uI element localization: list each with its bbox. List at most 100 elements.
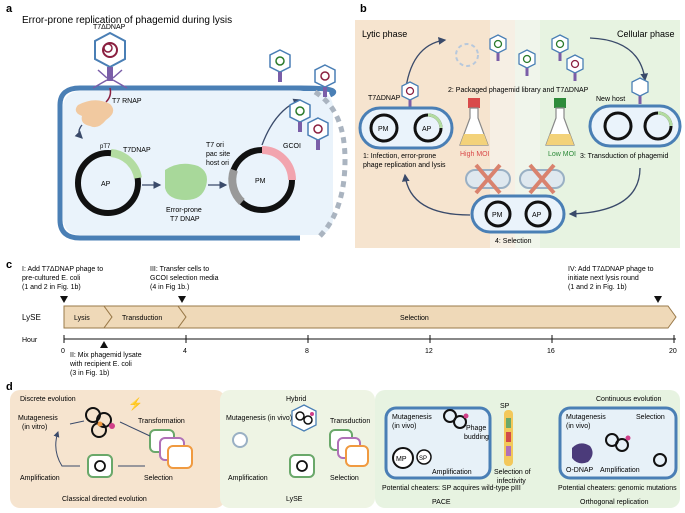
o-dnap-label: O-DNAP <box>566 467 594 474</box>
transduction-label: Transduction <box>330 418 370 425</box>
discrete-title: Discrete evolution <box>20 396 76 403</box>
empty-capsid-icon <box>455 43 479 67</box>
transformation-label: Transformation <box>138 418 185 425</box>
lytic-phage-icon <box>401 81 419 108</box>
panel-a-letter: a <box>6 3 13 15</box>
hybrid-transduced-cells-icon <box>329 429 369 467</box>
discrete-cycle-arrows <box>56 420 151 467</box>
cheaters-ortho: Potential cheaters: genomic mutations <box>558 485 677 492</box>
sel-inf-2: infectivity <box>497 478 526 485</box>
low-moi-flask-icon <box>545 98 575 146</box>
panel-d-letter: d <box>6 381 13 393</box>
lytic-phase-title: Lytic phase <box>362 29 407 39</box>
selection-label-2: Selection <box>330 475 359 482</box>
t7dnap-gene-label: T7DNAP <box>123 147 151 154</box>
ortho-label: Orthogonal replication <box>580 499 649 506</box>
note4-line2: initiate next lysis round <box>568 275 639 282</box>
selected-pm-plasmid <box>484 200 512 228</box>
error-prone-polymerase-icon <box>165 163 207 200</box>
t7dnap-gene-arc <box>110 149 142 179</box>
sel-inf-1: Selection of <box>494 469 531 476</box>
sp-phage-icon <box>504 410 513 466</box>
packaged-phagemid-icon-2 <box>518 49 536 76</box>
mut-invivo-3a: Mutagenesis <box>566 414 606 421</box>
pm-label: PM <box>255 178 266 185</box>
lytic-host-cell <box>358 106 454 150</box>
note2-line2: with recipient E. coli <box>69 361 132 368</box>
note3-line1: III: Transfer cells to <box>150 266 209 273</box>
tick-16: 16 <box>547 348 555 355</box>
ortho-plasmid-library-icon <box>605 433 631 452</box>
tick-20: 20 <box>669 348 677 355</box>
packaged-t7-phage-icon <box>566 54 584 81</box>
note1-line1: I: Add T7ΔDNAP phage to <box>22 266 103 273</box>
mp-label: MP <box>396 456 407 463</box>
selected-pm-label: PM <box>492 212 503 219</box>
released-phage-icon-3 <box>314 64 336 97</box>
mut-invivo-2a: Mutagenesis <box>392 414 432 421</box>
packaged-phagemid-icon-3 <box>551 34 569 61</box>
arrow-cellular-down <box>589 37 649 82</box>
lytic-pm-plasmid <box>369 113 399 143</box>
panel-c-letter: c <box>6 259 12 271</box>
panel-a: a Error-prone replication of phagemid du… <box>6 3 348 241</box>
arrow-selection-to-lytic <box>401 173 471 216</box>
tick-8: 8 <box>305 348 309 355</box>
o-dnap-icon <box>572 443 593 464</box>
segment-lysis-label: Lysis <box>74 315 90 322</box>
continuous-title: Continuous evolution <box>596 396 661 403</box>
arrow-rnap <box>74 124 83 139</box>
new-host-pm-plasmid <box>603 111 633 141</box>
segment-transduction-label: Transduction <box>122 315 162 322</box>
new-host-cell <box>588 104 682 148</box>
segment-selection-label: Selection <box>400 315 429 322</box>
t7-phage-icon <box>92 31 128 89</box>
amplification-label-3: Amplification <box>432 469 472 476</box>
cheaters-pace: Potential cheaters: SP acquires wild-typ… <box>382 485 521 492</box>
high-moi-flask-icon <box>459 98 489 146</box>
selected-ap-plasmid <box>524 200 552 228</box>
origins-arc <box>228 168 245 205</box>
lightning-icon: ⚡ <box>128 397 143 411</box>
panel-b: b Lytic phase Cellular phase <box>355 3 682 248</box>
selected-ap-label: AP <box>532 212 542 219</box>
note1-line2: pre-cultured E. coli <box>22 275 81 282</box>
hybrid-phage-library-icon <box>291 404 317 432</box>
lytic-ap-label: AP <box>422 126 432 133</box>
mut-invitro-1: Mutagenesis <box>18 415 58 422</box>
tick-4: 4 <box>183 348 187 355</box>
lytic-ap-arc <box>427 113 443 129</box>
low-moi-label: Low MOI <box>548 151 576 158</box>
phage-budding-2: budding <box>464 434 489 441</box>
dead-cells-icon <box>465 163 565 195</box>
discrete-plasmid-library-icon <box>85 407 115 438</box>
panel-b-letter: b <box>360 3 367 15</box>
new-host-ap-arc <box>657 111 673 127</box>
tick-0: 0 <box>61 348 65 355</box>
lyse-label: LySE <box>286 496 303 503</box>
panel-a-title: Error-prone replication of phagemid duri… <box>22 15 232 26</box>
amplification-label-2: Amplification <box>228 475 268 482</box>
lytic-pm-label: PM <box>378 126 389 133</box>
hybrid-bg <box>220 390 375 508</box>
ap-plasmid-icon <box>75 150 141 216</box>
note2-line1: II: Mix phagemid lysate <box>70 352 142 359</box>
cellular-phase-title: Cellular phase <box>617 29 675 39</box>
transformed-cells-icon <box>149 429 193 469</box>
amplification-label-1: Amplification <box>20 475 60 482</box>
panel-d: d Discrete evolution Mutagenesis (in vit… <box>6 381 680 508</box>
mut-invivo-2b: (in vivo) <box>392 423 417 430</box>
high-moi-label: High MOI <box>460 151 490 158</box>
selection-label-1: Selection <box>144 475 173 482</box>
gcoi-arc <box>261 146 296 181</box>
transducing-phage-icon <box>631 77 649 104</box>
lyse-row-label: LySE <box>22 313 41 322</box>
step4-label: 4: Selection <box>495 238 532 245</box>
origins-label-2: pac site <box>206 151 230 158</box>
segment-selection <box>177 305 677 329</box>
sp-top-label: SP <box>500 403 510 410</box>
marker-i <box>60 296 68 303</box>
marker-iv <box>654 296 662 303</box>
polymerase-label-1: Error-prone <box>166 207 202 214</box>
